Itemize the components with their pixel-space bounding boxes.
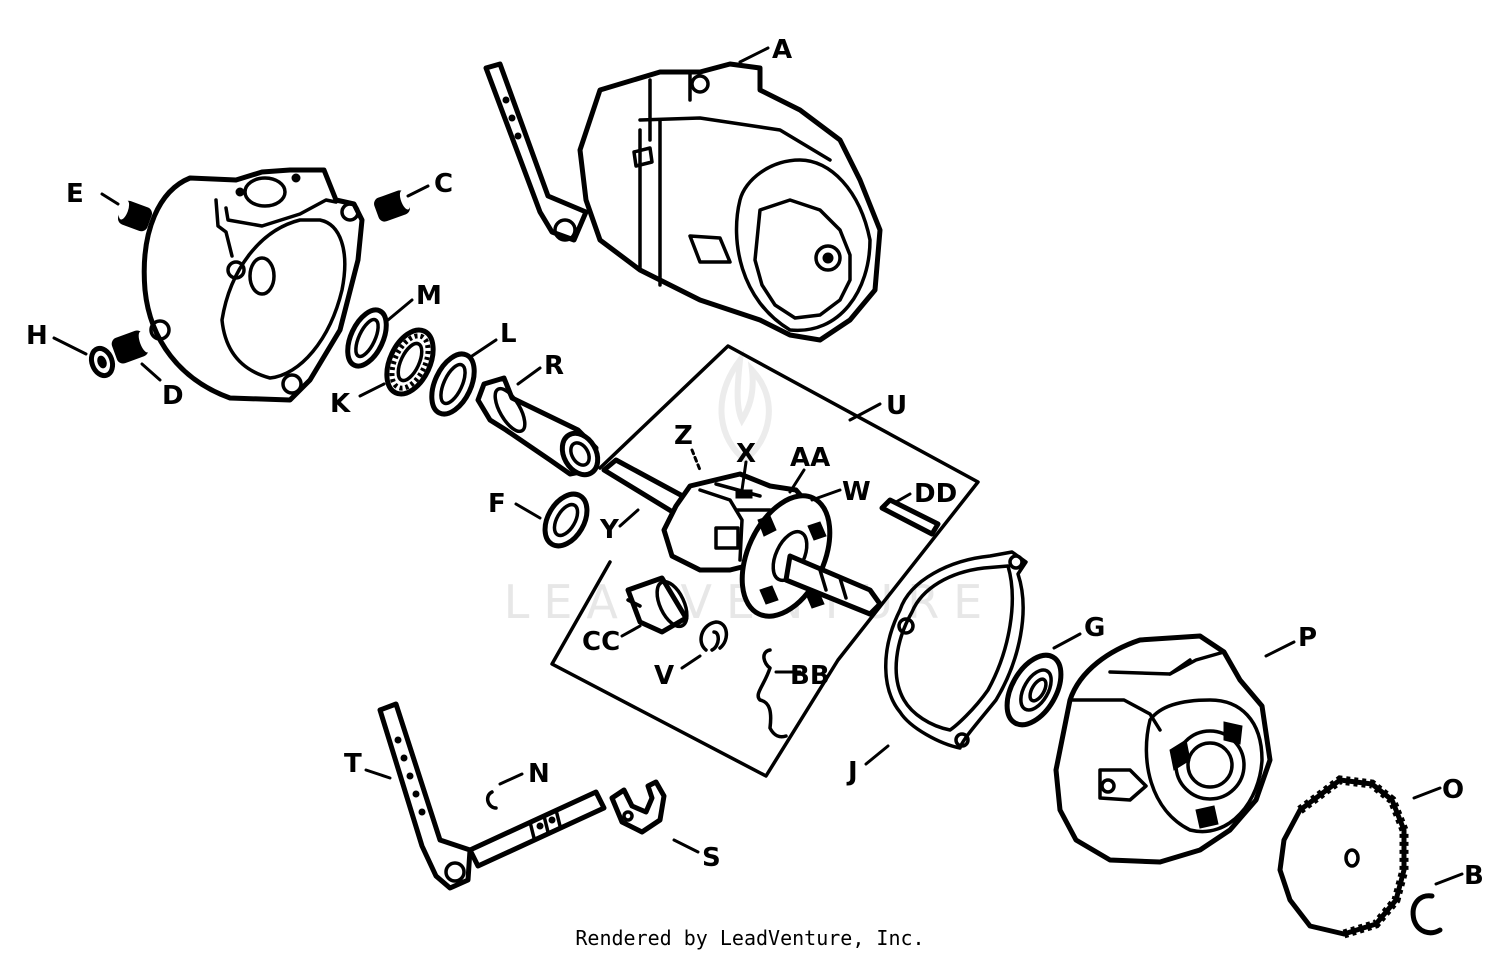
part-a-governor-assembly[interactable]: [483, 61, 883, 343]
label-v: V: [654, 661, 674, 691]
part-o-gear[interactable]: [1277, 775, 1409, 939]
part-n-cross-shaft[interactable]: [467, 789, 607, 869]
part-d-bushing[interactable]: [111, 329, 152, 364]
label-c: C: [434, 169, 453, 199]
label-f: F: [488, 489, 506, 519]
part-w-flyweight-disc[interactable]: [725, 482, 883, 630]
label-b: B: [1464, 861, 1484, 891]
part-e-plug[interactable]: [117, 199, 153, 232]
callout-labels: A E C H D M K L R U Z X AA W DD F Y CC V…: [26, 35, 1484, 891]
label-p: P: [1298, 623, 1317, 653]
label-z: Z: [674, 421, 693, 451]
label-cc: CC: [582, 627, 620, 657]
housing-cover[interactable]: [141, 167, 365, 403]
part-r-sleeve[interactable]: [475, 375, 605, 481]
label-bb: BB: [790, 661, 830, 691]
part-j-gasket[interactable]: [884, 550, 1028, 750]
label-r: R: [544, 351, 564, 381]
label-e: E: [66, 179, 84, 209]
rendered-by-credit: Rendered by LeadVenture, Inc.: [575, 926, 925, 950]
label-k: K: [330, 389, 351, 419]
label-l: L: [500, 319, 517, 349]
label-aa: AA: [790, 443, 830, 473]
label-t: T: [344, 749, 362, 779]
part-v-retaining-ring[interactable]: [699, 620, 729, 652]
part-c-plug[interactable]: [373, 189, 412, 223]
label-h: H: [26, 321, 48, 351]
leader-lines: [52, 46, 1464, 886]
label-a: A: [772, 35, 792, 65]
label-n: N: [528, 759, 550, 789]
label-s: S: [702, 843, 721, 873]
label-dd: DD: [914, 479, 957, 509]
label-m: M: [416, 281, 442, 311]
part-l-washer[interactable]: [423, 347, 483, 420]
part-k-thrust-bearing[interactable]: [378, 323, 443, 402]
label-w: W: [842, 477, 871, 507]
part-b-retaining-ring[interactable]: [1410, 893, 1443, 936]
label-u: U: [886, 391, 907, 421]
label-d: D: [162, 381, 184, 411]
part-bb-spring[interactable]: [756, 648, 788, 739]
part-m-washer[interactable]: [340, 304, 394, 372]
label-o: O: [1442, 775, 1464, 805]
kit-box-u: [550, 344, 980, 778]
label-y: Y: [599, 515, 620, 545]
part-h-seal[interactable]: [88, 345, 116, 379]
part-s-clip[interactable]: [609, 779, 667, 835]
label-x: X: [736, 439, 756, 469]
part-p-housing[interactable]: [1053, 633, 1273, 865]
part-cc-bushing[interactable]: [625, 575, 693, 635]
label-g: G: [1084, 613, 1105, 643]
part-dd-pin[interactable]: [879, 497, 941, 537]
part-g-bearing[interactable]: [996, 646, 1072, 734]
label-j: J: [846, 757, 858, 787]
part-t-lever[interactable]: [377, 701, 473, 891]
part-f-washer[interactable]: [536, 487, 595, 553]
